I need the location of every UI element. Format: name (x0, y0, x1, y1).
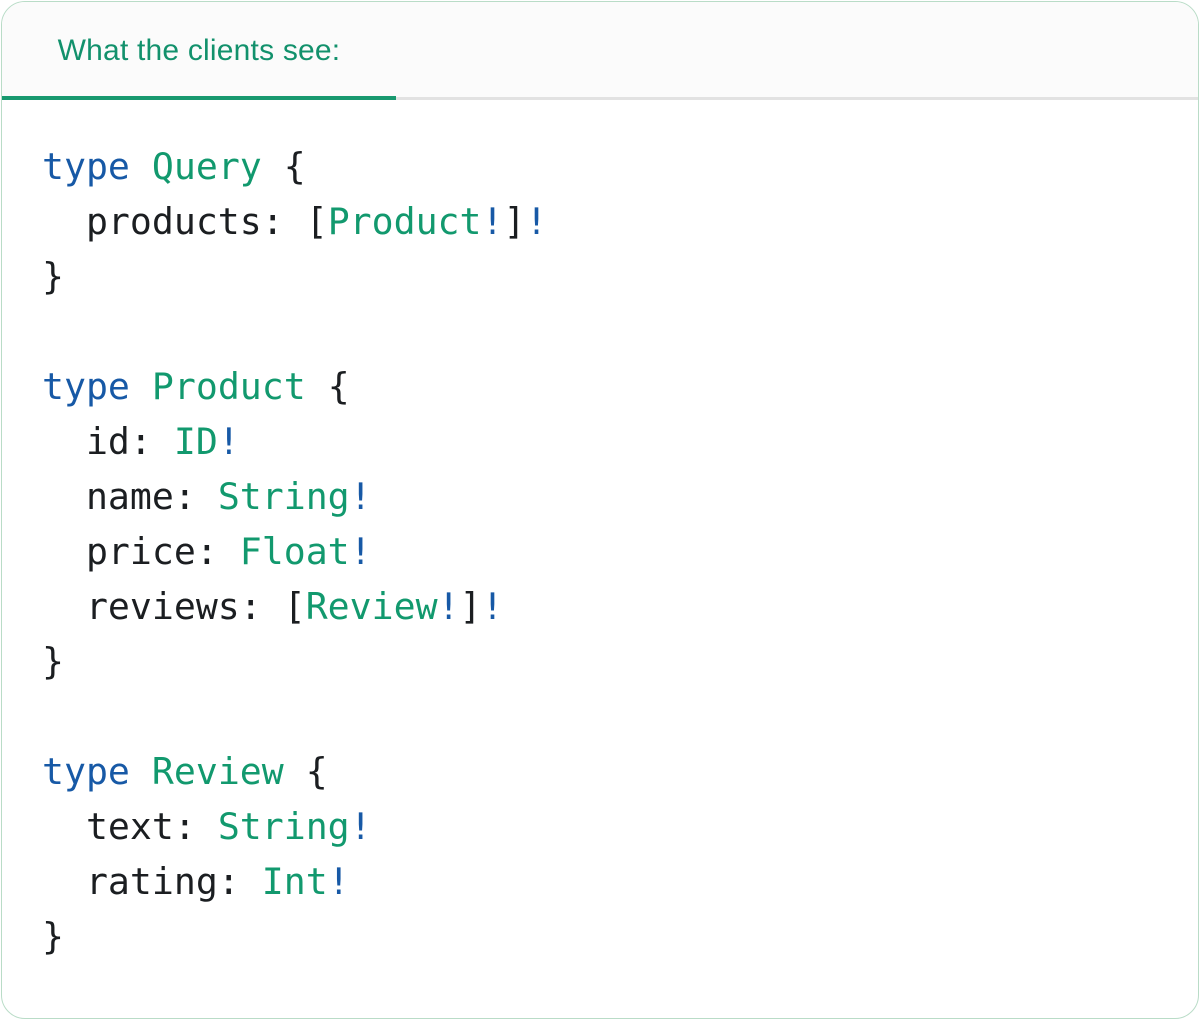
code-line: id: ID! (42, 414, 1158, 469)
code-token-keyword: type (42, 145, 130, 188)
code-token-plain: rating: (42, 860, 262, 903)
code-token-plain: id: (42, 420, 174, 463)
code-token-plain: price: (42, 530, 240, 573)
code-line: } (42, 909, 1158, 964)
code-token-plain: } (42, 640, 64, 683)
code-line: price: Float! (42, 524, 1158, 579)
code-token-keyword: ! (481, 200, 504, 243)
code-token-keyword: ! (525, 200, 548, 243)
code-token-typename: Product (151, 365, 306, 408)
code-token-keyword: ! (349, 530, 372, 573)
tab-bar: What the clients see: (2, 2, 1198, 100)
code-token-typename: ID (173, 420, 218, 463)
code-token-plain: { (305, 365, 350, 408)
code-token-plain: reviews: [ (42, 585, 306, 628)
code-token-plain: } (42, 255, 64, 298)
code-token-typename: Product (327, 200, 482, 243)
code-token-keyword: type (42, 365, 130, 408)
code-line: products: [Product!]! (42, 194, 1158, 249)
code-line: } (42, 249, 1158, 304)
code-token-plain: name: (42, 475, 218, 518)
code-token-typename: Float (239, 530, 350, 573)
code-token-plain: { (283, 750, 328, 793)
code-line: rating: Int! (42, 854, 1158, 909)
code-token-typename: Query (151, 145, 262, 188)
code-token-keyword: ! (481, 585, 504, 628)
code-token-keyword: ! (349, 805, 372, 848)
code-token-plain (130, 365, 152, 408)
code-token-plain: ] (503, 200, 526, 243)
code-token-keyword: ! (217, 420, 240, 463)
active-tab-indicator (2, 96, 396, 100)
code-line: name: String! (42, 469, 1158, 524)
code-block: type Query { products: [Product!]!} type… (2, 100, 1198, 964)
code-token-plain: { (261, 145, 306, 188)
code-token-keyword: ! (349, 475, 372, 518)
code-token-typename: Int (261, 860, 328, 903)
code-token-typename: Review (305, 585, 438, 628)
code-line: type Query { (42, 139, 1158, 194)
tab-what-clients-see[interactable]: What the clients see: (2, 2, 396, 97)
code-line (42, 689, 1158, 744)
code-token-typename: Review (151, 750, 284, 793)
code-token-keyword: ! (327, 860, 350, 903)
code-token-typename: String (217, 805, 350, 848)
tab-label: What the clients see: (57, 33, 341, 67)
code-token-plain: text: (42, 805, 218, 848)
code-line: } (42, 634, 1158, 689)
code-token-plain: ] (459, 585, 482, 628)
code-line: type Product { (42, 359, 1158, 414)
code-token-plain (130, 145, 152, 188)
code-token-typename: String (217, 475, 350, 518)
code-line: reviews: [Review!]! (42, 579, 1158, 634)
code-line: type Review { (42, 744, 1158, 799)
code-line (42, 304, 1158, 359)
code-token-plain: products: [ (42, 200, 328, 243)
code-token-keyword: ! (437, 585, 460, 628)
code-token-plain: } (42, 915, 64, 958)
code-token-keyword: type (42, 750, 130, 793)
code-token-plain (130, 750, 152, 793)
code-line: text: String! (42, 799, 1158, 854)
